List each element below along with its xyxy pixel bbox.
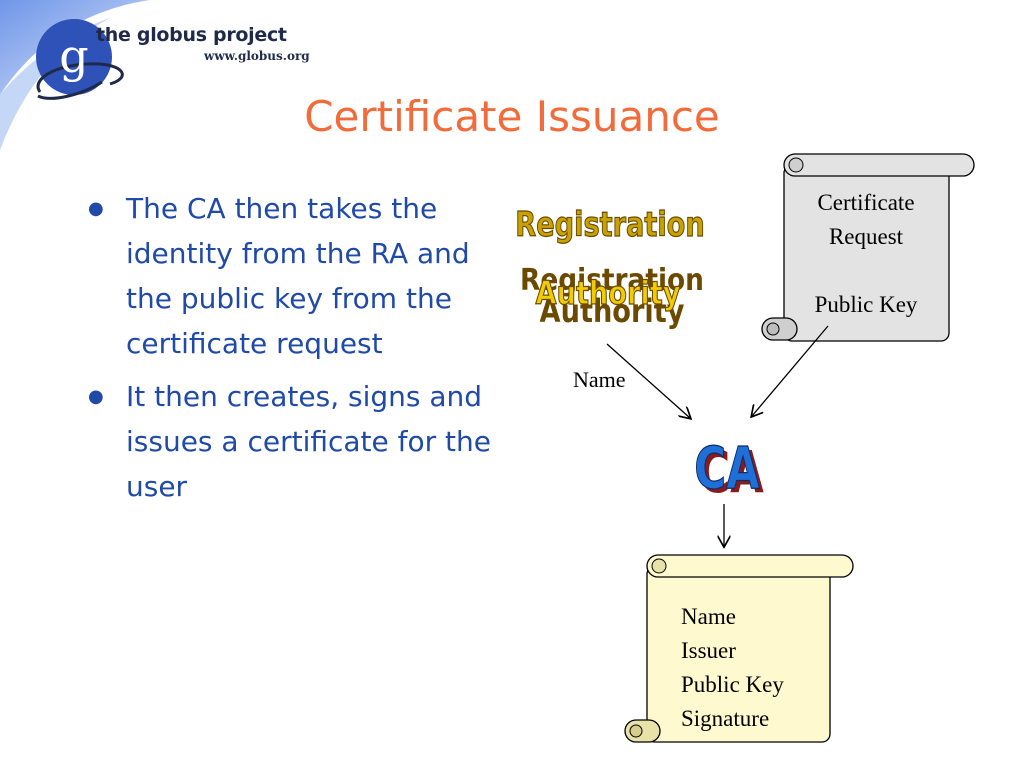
request-scroll-text: Certificate Request Public Key [796, 186, 936, 322]
public-key-arrow [752, 325, 829, 416]
request-line-1: Certificate [817, 190, 915, 215]
request-line-2: Request [828, 224, 904, 249]
registration-authority-wordart: Registration Registration Authority Auth… [515, 205, 705, 331]
logo-url: www.globus.org [204, 49, 310, 63]
request-scroll [761, 153, 975, 342]
bullet-list: ● The CA then takes the identity from th… [84, 186, 504, 517]
corner-swoosh [0, 0, 150, 150]
certificate-line: Signature [681, 706, 770, 731]
logo-mark: g [59, 29, 88, 83]
certificate-line: Name [681, 604, 736, 629]
ca-wordart: CA CA [694, 434, 764, 507]
certificate-scroll-text: Name Issuer Public Key Signature [681, 600, 821, 736]
ra-line2-text: Authority [536, 275, 681, 313]
certificate-scroll [624, 554, 854, 743]
certificate-line: Public Key [681, 672, 784, 697]
globus-logo-icon: g [36, 19, 124, 100]
ra-shadow-text: Registration [520, 262, 704, 297]
slide-title: Certificate Issuance [304, 92, 720, 141]
ra-line2-shadow: Authority [540, 293, 685, 331]
certificate-line: Issuer [681, 638, 736, 663]
name-arrow [606, 343, 690, 418]
logo-text: the globus project [96, 24, 287, 46]
bullet-text: It then creates, signs and issues a cert… [126, 380, 492, 503]
ca-shadow-text: CA [698, 439, 764, 507]
ra-line1-text: Registration [515, 205, 704, 245]
bullet-item: ● It then creates, signs and issues a ce… [84, 374, 504, 509]
name-arrow-label: Name [573, 367, 626, 392]
bullet-dot-icon: ● [88, 198, 104, 219]
ca-text: CA [694, 435, 760, 503]
bullet-item: ● The CA then takes the identity from th… [84, 186, 504, 366]
bullet-text: The CA then takes the identity from the … [126, 192, 470, 360]
request-line-3: Public Key [814, 292, 918, 317]
bullet-dot-icon: ● [88, 386, 104, 407]
